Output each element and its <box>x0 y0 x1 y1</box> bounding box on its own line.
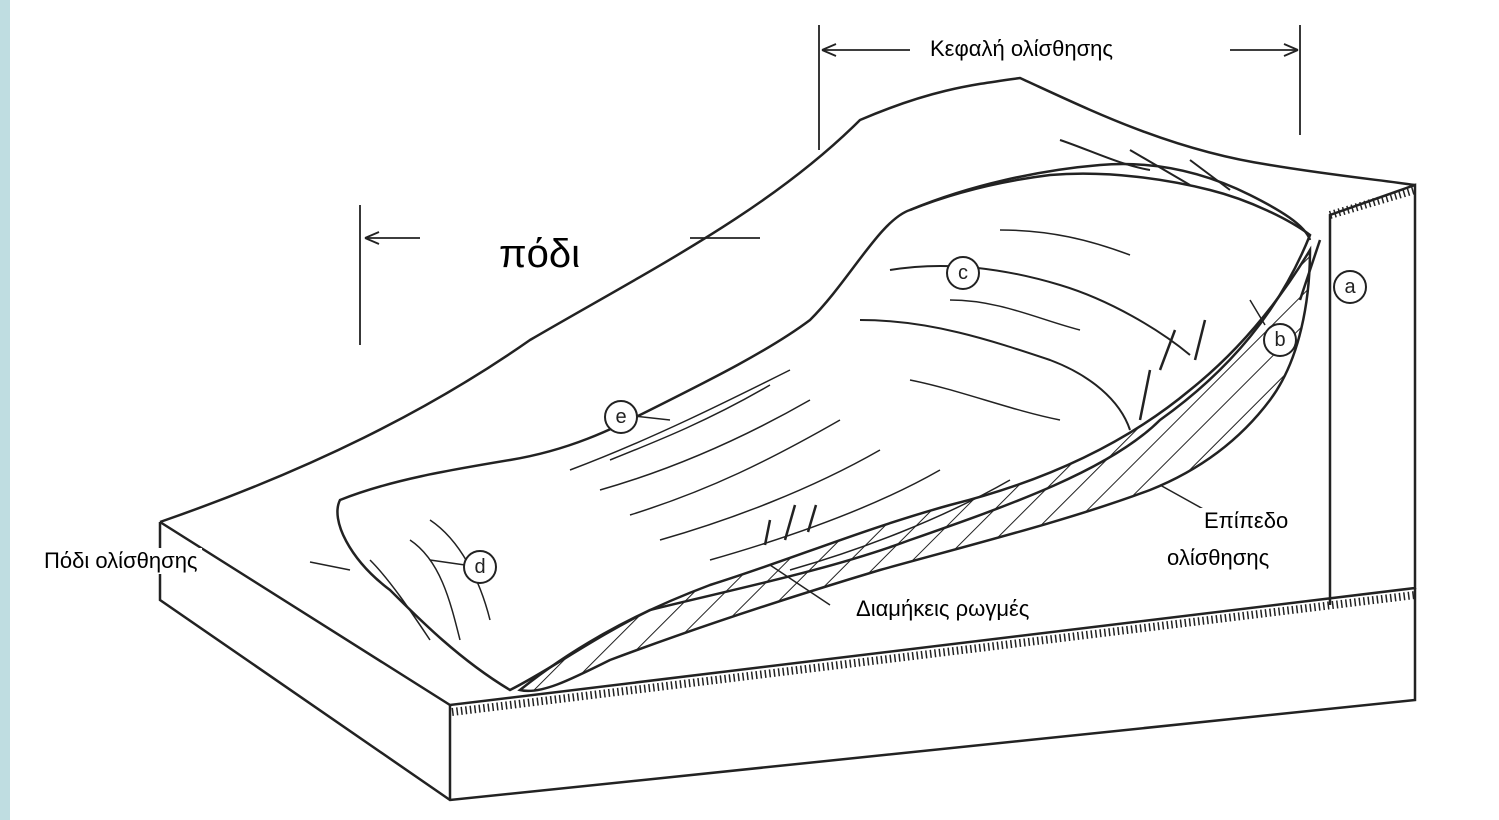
foot-range-label: πόδι <box>495 232 584 277</box>
cracks-label: Διαμήκεις ρωγμές <box>852 596 1033 622</box>
marker-b: b <box>1263 323 1297 357</box>
slip-plane-label-line2: ολίσθησης <box>1163 545 1273 571</box>
head-label: Κεφαλή ολίσθησης <box>926 36 1117 62</box>
marker-d: d <box>463 550 497 584</box>
marker-a: a <box>1333 270 1367 304</box>
scarp-block-lower <box>860 320 1130 430</box>
landslide-block-diagram <box>10 0 1499 820</box>
marker-c: c <box>946 256 980 290</box>
toe-label: Πόδι ολίσθησης <box>40 548 202 574</box>
ground-surface <box>160 78 1415 522</box>
slip-plane-hatch <box>520 250 1310 691</box>
marker-e: e <box>604 400 638 434</box>
slip-plane-label-line1: Επίπεδο <box>1200 508 1292 534</box>
scarp-block-c <box>890 266 1190 355</box>
diagram-canvas: Κεφαλή ολίσθησης πόδι Πόδι ολίσθησης Επί… <box>10 0 1499 820</box>
